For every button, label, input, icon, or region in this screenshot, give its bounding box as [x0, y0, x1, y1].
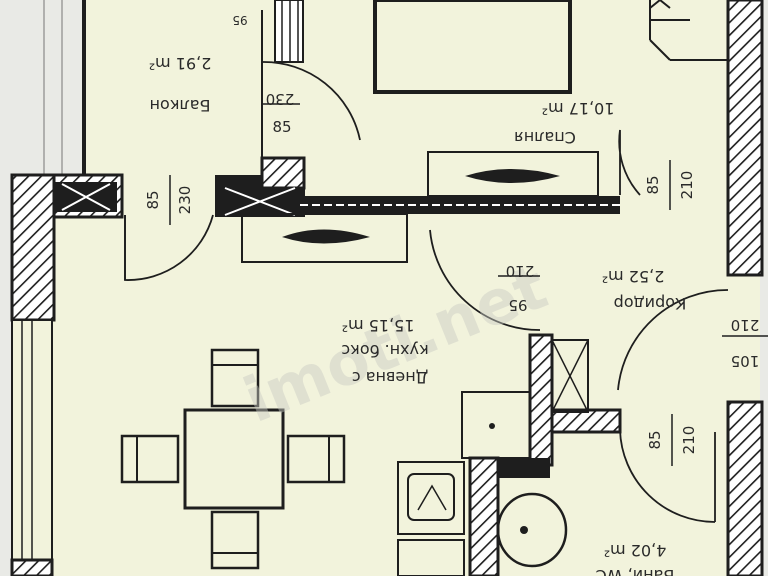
door-corridor-h-group: 210	[506, 262, 535, 280]
wall-west	[10, 173, 56, 322]
door-entry-w-group: 105	[731, 352, 760, 370]
door-top-width: 95	[232, 13, 247, 27]
living-label2-group: кухн. бокс	[341, 341, 428, 360]
bedroom-area-group: 10,17 m²	[542, 99, 615, 118]
door-living-h-group: 230	[176, 186, 194, 215]
kitchen-cabinet	[461, 391, 531, 459]
outside-area	[0, 0, 82, 175]
bedroom-area: 10,17 m²	[542, 99, 615, 118]
closet-door	[649, 39, 671, 61]
wardrobe-living	[241, 213, 408, 263]
door-corridor-w-group: 95	[508, 296, 527, 314]
chair-right	[286, 434, 346, 484]
bedroom-name: Спалня	[514, 128, 576, 147]
living-name-line1: Дневна с	[352, 368, 428, 387]
wall-bath-south	[468, 456, 500, 576]
door-corridor-height: 210	[506, 262, 535, 280]
bath-label-group: Бани, WC	[596, 566, 675, 576]
door-bath	[619, 429, 716, 523]
bath-area-group: 4,02 m²	[604, 541, 667, 560]
door-corridor	[429, 229, 541, 331]
wall-east-lower	[726, 400, 764, 576]
bedroom-label-group: Спалня	[514, 128, 576, 147]
door-balcony-height: 230	[266, 90, 295, 108]
door-entry-h-group: 210	[731, 316, 760, 334]
faucet-icon	[417, 484, 447, 511]
living-area: 15,15 m²	[342, 316, 415, 335]
washbasin-icon	[496, 492, 568, 568]
door-bath-w-group: 85	[646, 430, 664, 449]
door-corridor-width: 95	[508, 296, 527, 314]
door-top-dim: 95	[232, 13, 247, 27]
door-bedroom-w-group: 85	[644, 175, 662, 194]
door-entry	[617, 289, 729, 391]
chair-left	[120, 434, 180, 484]
door-living-width: 85	[144, 190, 162, 209]
door-bath-width: 85	[646, 430, 664, 449]
door-bath-height: 210	[680, 426, 698, 455]
door-living-w-group: 85	[144, 190, 162, 209]
chair-bottom	[210, 510, 260, 570]
kitchen-knob	[489, 423, 495, 429]
balcony-label: Балкон	[150, 96, 211, 115]
door-living-height: 230	[176, 186, 194, 215]
door-entry-width: 105	[731, 352, 760, 370]
stove-unit	[397, 539, 465, 576]
bed	[373, 0, 572, 94]
door-entry-height: 210	[731, 316, 760, 334]
bath-area: 4,02 m²	[604, 541, 667, 560]
wall-cross	[224, 187, 296, 216]
closet-mark	[649, 0, 671, 9]
door-bedroom-width: 85	[644, 175, 662, 194]
corridor-label-group: Коридор	[614, 294, 687, 313]
balcony-area: 2,91 m²	[149, 54, 212, 73]
wardrobe-handle	[282, 229, 370, 244]
living-area-group: 15,15 m²	[342, 316, 415, 335]
door-bedroom	[618, 129, 641, 196]
door-balcony-h-group: 230	[266, 90, 295, 108]
chair-top	[210, 348, 260, 408]
wall-cross	[61, 183, 111, 211]
door-living	[124, 214, 214, 281]
door-bedroom-h-group: 210	[678, 171, 696, 200]
wall-bath	[528, 333, 554, 467]
living-label1-group: Дневна с	[352, 368, 428, 387]
living-name-line2: кухн. бокс	[341, 341, 428, 360]
wardrobe-handle	[465, 169, 560, 183]
bath-name: Бани, WC	[596, 566, 675, 576]
shaft-cross	[551, 339, 589, 413]
wall-bath-top	[550, 408, 622, 434]
outside-strip	[0, 175, 12, 576]
drain-icon	[520, 526, 528, 534]
door-bedroom-height: 210	[678, 171, 696, 200]
corridor-area: 2,52 m²	[602, 267, 665, 286]
door-bath-h-group: 210	[680, 426, 698, 455]
kitchen-sink-unit	[397, 461, 465, 535]
kitchen-sink-icon	[407, 473, 455, 521]
wall-west-bottom	[10, 558, 54, 576]
shaft	[551, 339, 589, 413]
balcony-wall-column	[274, 0, 304, 63]
balcony-name: Балкон	[150, 96, 211, 115]
dining-set	[120, 348, 346, 570]
wall-central-hatch	[260, 156, 306, 190]
wall-east	[726, 0, 764, 277]
corridor-name: Коридор	[614, 294, 687, 313]
dining-table	[183, 408, 285, 510]
outside-right	[760, 0, 768, 576]
door-balcony-width: 85	[272, 118, 291, 136]
corridor-area-group: 2,52 m²	[602, 267, 665, 286]
door-balcony	[261, 61, 361, 160]
wardrobe-bedroom	[427, 151, 599, 197]
balcony-area-group: 2,91 m²	[149, 54, 212, 73]
balcony-wall	[82, 0, 86, 175]
